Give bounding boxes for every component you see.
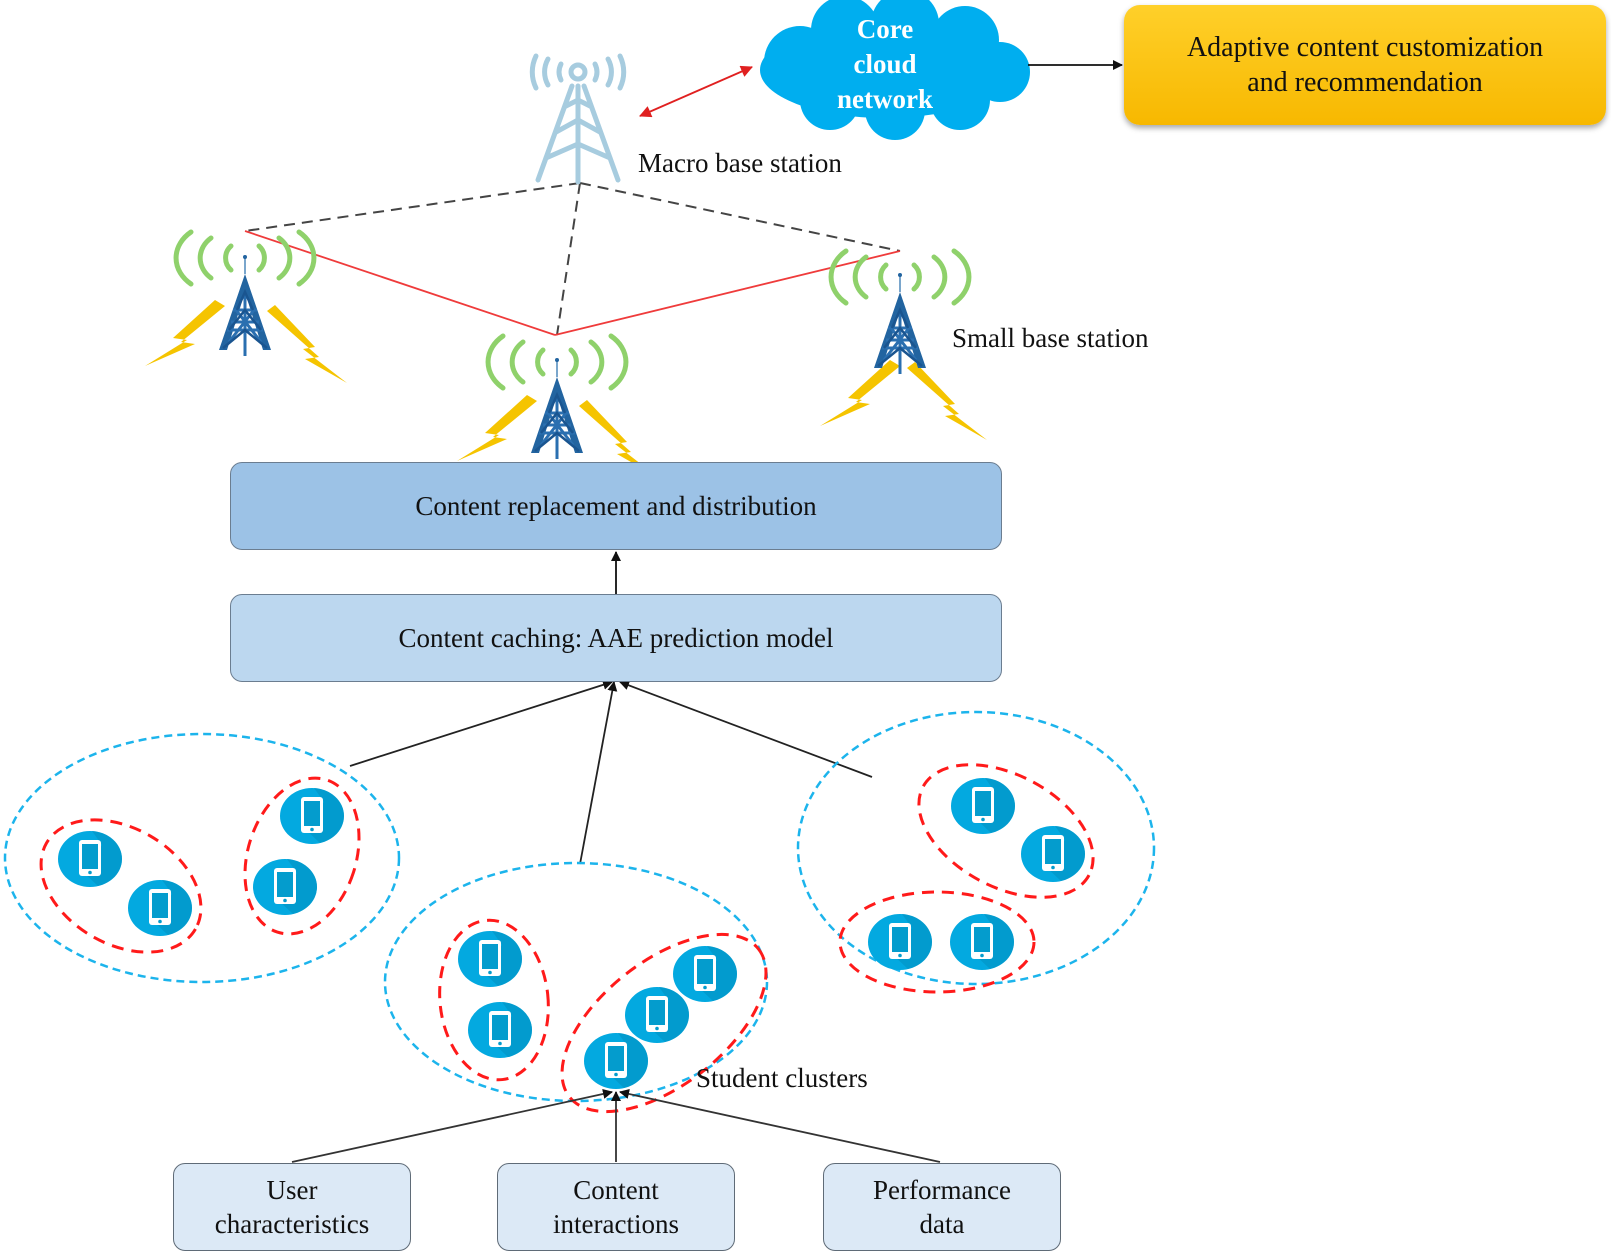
adaptive-customization-box: Adaptive content customization and recom… [1124, 5, 1606, 125]
smartphone-icon [1021, 826, 1085, 882]
core-cloud-line: network [837, 84, 933, 114]
cluster-outer-boundary [3, 732, 401, 984]
smartphone-icon [625, 987, 690, 1043]
core-cloud-line: cloud [853, 49, 917, 79]
small-base-station-label: Small base station [952, 323, 1149, 353]
cluster-left [3, 732, 401, 984]
smartphone-icon [950, 914, 1015, 970]
subgroup-boundary [917, 763, 1095, 899]
input-box-performance-data: Performance data [823, 1163, 1061, 1251]
cluster-right [796, 710, 1156, 994]
dashed-link-center [556, 182, 581, 336]
smartphone-icon [468, 1002, 533, 1058]
smartphone-icon [280, 788, 345, 844]
dashed-link-right [579, 182, 901, 252]
student-clusters-label: Student clusters [696, 1063, 868, 1093]
lightning-icon [907, 362, 987, 440]
subgroup-boundary [39, 818, 203, 954]
input-to-cluster-arrows [291, 1089, 941, 1163]
cluster-outer-boundary [796, 710, 1156, 986]
cloud-icon [760, 0, 1030, 140]
input-box-line: data [919, 1209, 965, 1239]
adaptive-box-line: and recommendation [1247, 67, 1483, 98]
lightning-icon [145, 300, 225, 366]
cluster-center [383, 861, 769, 1114]
red-link-right [554, 250, 901, 336]
red-link-left [244, 230, 556, 336]
smartphone-icon [868, 914, 933, 970]
input-box-line: Content [573, 1175, 659, 1205]
content-distribution-box: Content replacement and distribution [230, 462, 1002, 550]
smartphone-icon [584, 1033, 649, 1089]
smartphone-icon [58, 831, 123, 887]
backhaul-links [244, 182, 901, 336]
small-station-center [457, 336, 659, 478]
smartphone-icon [458, 931, 523, 987]
smartphone-icon [253, 859, 318, 915]
subgroup-boundary [560, 932, 768, 1114]
input-box-content-interactions: Content interactions [497, 1163, 735, 1251]
subgroup-boundary [243, 776, 361, 936]
subgroup-boundary [438, 918, 550, 1082]
input-box-line: Performance [873, 1175, 1011, 1205]
macro-base-station-label: Macro base station [638, 148, 842, 178]
macro-tower-icon [529, 53, 627, 185]
cluster-to-cache-arrows [349, 679, 873, 865]
lightning-icon [267, 305, 347, 383]
smartphone-icon [128, 880, 193, 936]
small-tower-icon [217, 253, 273, 358]
dashed-link-left [244, 182, 581, 232]
lightning-icon [457, 395, 537, 461]
input-box-line: User [266, 1175, 318, 1205]
core-cloud-line: Core [856, 14, 914, 44]
core-cloud-label: Core cloud network [810, 12, 960, 117]
input-box-line: characteristics [214, 1209, 370, 1239]
macro-cloud-link [639, 65, 753, 118]
content-caching-box: Content caching: AAE prediction model [230, 594, 1002, 682]
input-box-line: interactions [553, 1209, 679, 1239]
smartphone-icon [951, 778, 1016, 834]
input-box-user-characteristics: User characteristics [173, 1163, 411, 1251]
lightning-icon [820, 360, 900, 426]
cluster-outer-boundary [383, 861, 769, 1103]
subgroup-boundary [838, 890, 1036, 994]
smartphone-icon [673, 946, 738, 1002]
adaptive-box-line: Adaptive content customization [1186, 32, 1544, 63]
